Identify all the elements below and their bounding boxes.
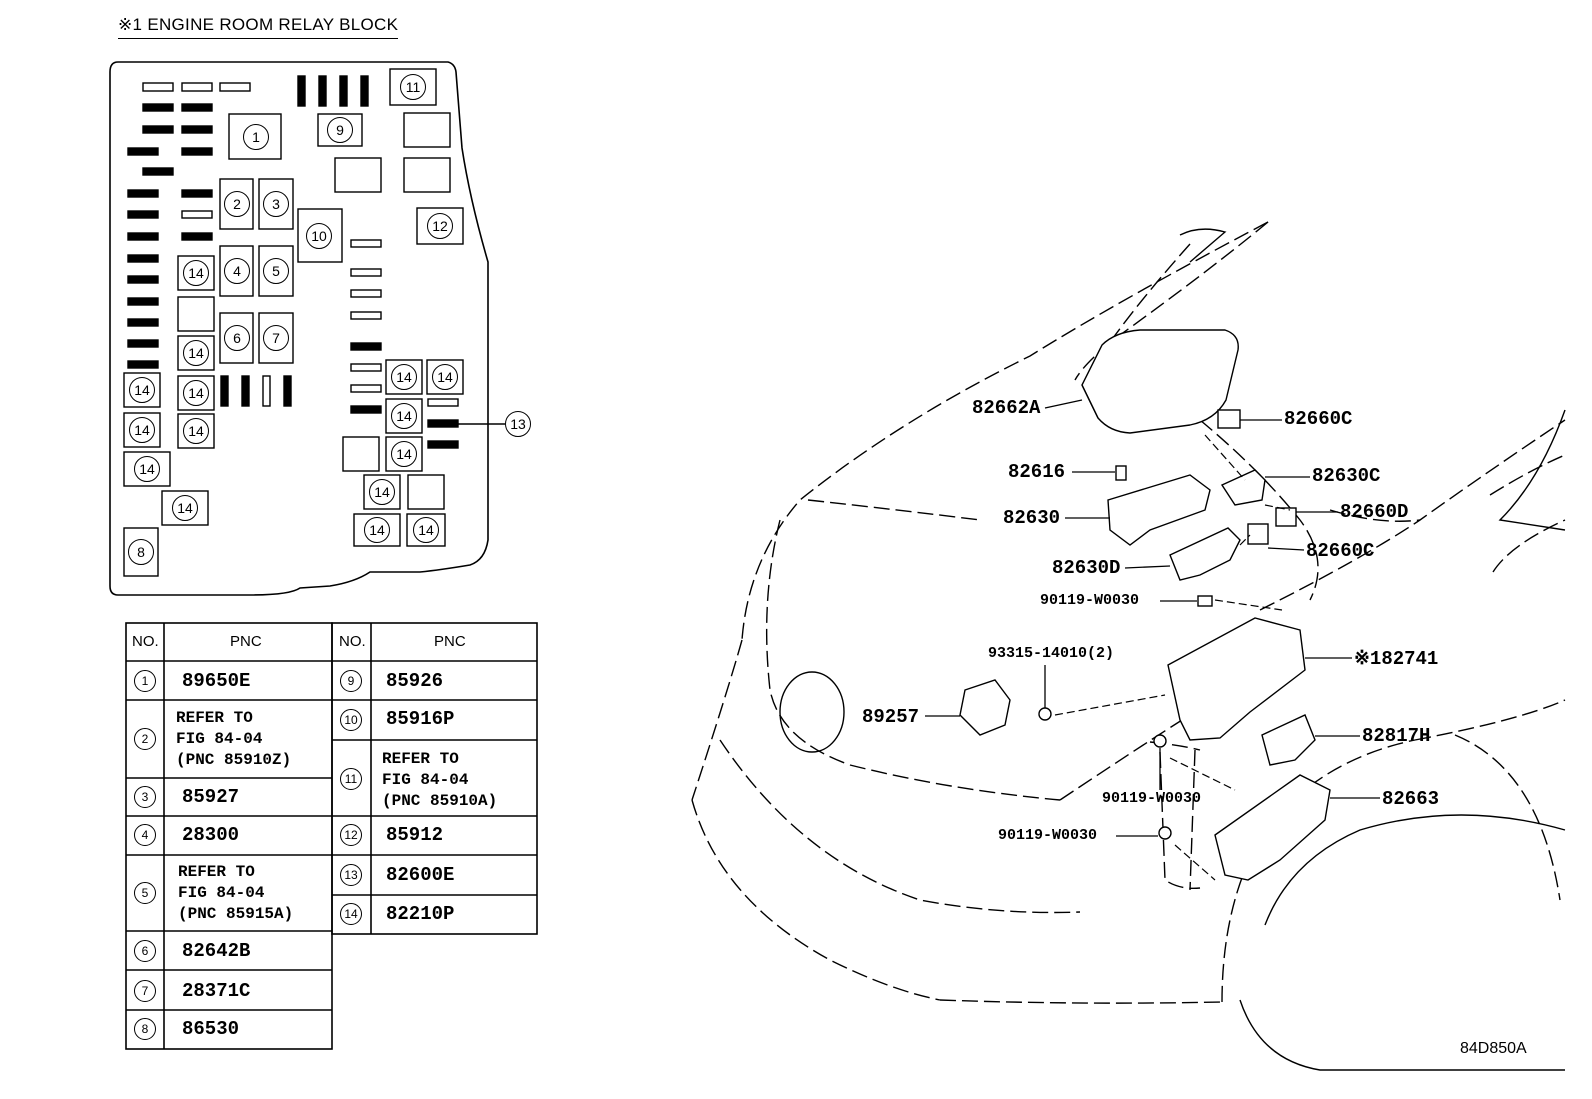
table-row-no: 11 (340, 768, 362, 790)
relay-block-label: 4 (224, 258, 250, 284)
table-row-no: 10 (340, 709, 362, 731)
table-row-pnc: 82600E (386, 864, 455, 886)
relay-block-label: 3 (263, 191, 289, 217)
table-row-pnc: 85912 (386, 824, 444, 846)
table-row-pnc: 85926 (386, 670, 444, 692)
relay-block-label: 14 (391, 403, 417, 429)
relay-block-label: 14 (172, 495, 198, 521)
callout-82741: ※182741 (1354, 648, 1439, 670)
table-row-no: 5 (134, 882, 156, 904)
table-row-no: 1 (134, 670, 156, 692)
relay-block-label: 11 (400, 74, 426, 100)
part-82630 (1107, 474, 1211, 546)
relay-block-label: 7 (263, 325, 289, 351)
callout-82660c-top: 82660C (1284, 408, 1353, 430)
table-header-no: NO. (132, 633, 159, 650)
callout-82662a: 82662A (972, 397, 1041, 419)
figure-code: 84D850A (1460, 1040, 1527, 1057)
table-row-pnc: 85916P (386, 708, 455, 730)
callout-82660c-bottom: 82660C (1306, 540, 1375, 562)
table-header-no: NO. (339, 633, 366, 650)
table-row-pnc: REFER TO (382, 750, 459, 768)
relay-block-label: 6 (224, 325, 250, 351)
callout-82630d: 82630D (1052, 557, 1121, 579)
callout-93315: 93315-14010(2) (988, 645, 1115, 662)
table-row-pnc: REFER TO (176, 709, 253, 727)
relay-block-label: 14 (183, 340, 209, 366)
callout-90119-mid: 90119-W0030 (1102, 790, 1202, 807)
relay-block-label: 2 (224, 191, 250, 217)
relay-block-label: 14 (183, 418, 209, 444)
table-row-pnc: FIG 84-04 (178, 884, 265, 902)
callout-82817h: 82817H (1362, 725, 1431, 747)
callout-82663: 82663 (1382, 788, 1440, 810)
table-row-pnc: (PNC 85910A) (382, 792, 498, 810)
relay-block-label: 13 (505, 411, 531, 437)
part-82663 (1214, 774, 1331, 881)
diagram-title: ※1 ENGINE ROOM RELAY BLOCK (118, 15, 399, 39)
relay-block-label: 14 (391, 441, 417, 467)
relay-block-outline (109, 61, 489, 596)
relay-block-label: 10 (306, 223, 332, 249)
callout-82630: 82630 (1003, 507, 1061, 529)
relay-block-label: 14 (369, 479, 395, 505)
relay-block-label: 14 (183, 260, 209, 286)
table-row-pnc: FIG 84-04 (382, 771, 469, 789)
table-row-no: 9 (340, 670, 362, 692)
callout-90119-top: 90119-W0030 (1040, 592, 1140, 609)
callout-82660d: 82660D (1340, 501, 1409, 523)
table-row-pnc: 89650E (182, 670, 251, 692)
table-row-no: 3 (134, 786, 156, 808)
relay-block-label: 14 (413, 517, 439, 543)
relay-block-label: 5 (263, 258, 289, 284)
relay-block-label: 14 (134, 456, 160, 482)
table-row-pnc: FIG 84-04 (176, 730, 263, 748)
table-row-no: 14 (340, 903, 362, 925)
relay-block-label: 14 (129, 417, 155, 443)
part-82741 (1167, 617, 1306, 741)
table-row-no: 12 (340, 824, 362, 846)
table-row-pnc: (PNC 85915A) (178, 905, 294, 923)
relay-block-label: 12 (427, 213, 453, 239)
relay-block-label: 14 (432, 364, 458, 390)
table-row-pnc: 28300 (182, 824, 240, 846)
relay-block-label: 1 (243, 124, 269, 150)
table-row-pnc: 85927 (182, 786, 240, 808)
callout-82630c: 82630C (1312, 465, 1381, 487)
relay-block-label: 14 (129, 377, 155, 403)
table-row-pnc: 82642B (182, 940, 251, 962)
part-82662a (1081, 329, 1239, 434)
table-row-pnc: 28371C (182, 980, 251, 1002)
relay-block-label: 8 (128, 539, 154, 565)
relay-block-label: 14 (183, 380, 209, 406)
table-row-no: 6 (134, 940, 156, 962)
callout-82616: 82616 (1008, 461, 1066, 483)
table-header-pnc: PNC (434, 633, 466, 650)
table-row-no: 4 (134, 824, 156, 846)
table-row-pnc: (PNC 85910Z) (176, 751, 292, 769)
hood-line (741, 221, 1269, 641)
table-row-no: 7 (134, 980, 156, 1002)
relay-block-label: 9 (327, 117, 353, 143)
table-row-no: 13 (340, 864, 362, 886)
callout-90119-bottom: 90119-W0030 (998, 827, 1098, 844)
table-row-no: 8 (134, 1018, 156, 1040)
relay-block-label: 14 (364, 517, 390, 543)
relay-block-label: 14 (391, 364, 417, 390)
table-row-pnc: 86530 (182, 1018, 240, 1040)
table-row-pnc: 82210P (386, 903, 455, 925)
table-header-pnc: PNC (230, 633, 262, 650)
table-row-no: 2 (134, 728, 156, 750)
callout-89257: 89257 (862, 706, 920, 728)
table-row-pnc: REFER TO (178, 863, 255, 881)
